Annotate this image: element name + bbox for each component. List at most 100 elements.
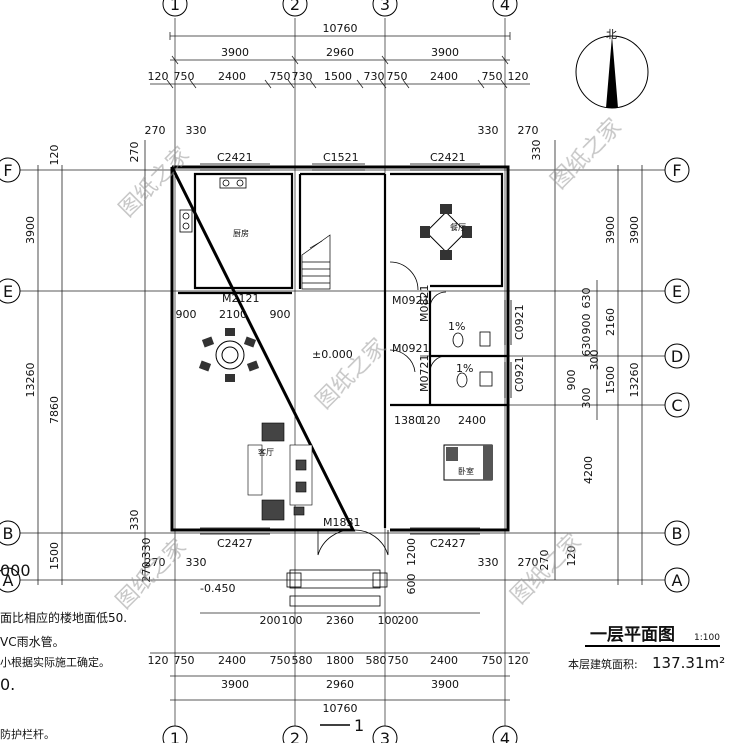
- dim-right-8: 300: [580, 388, 593, 409]
- axis-col-1-bottom: 1: [170, 729, 180, 743]
- dim-top-d11: 120: [508, 70, 529, 83]
- room-dining: 餐厅: [450, 223, 466, 232]
- dim-bottom-d4: 750: [270, 654, 291, 667]
- dim-right-5: 4200: [582, 456, 595, 484]
- section-mark: 1: [320, 716, 364, 735]
- dim-top-d3: 2400: [218, 70, 246, 83]
- axis-row-b-left: B: [3, 524, 14, 543]
- axis-row-f-right: F: [672, 161, 681, 180]
- axis-row-b-right: B: [672, 524, 683, 543]
- dim-bottom-d7: 580: [366, 654, 387, 667]
- dim-bottom-d3: 2400: [218, 654, 246, 667]
- dim-left-6: 270: [128, 142, 141, 163]
- dim-bottom-d6: 1800: [326, 654, 354, 667]
- kitchen-stove-icon: [179, 177, 247, 233]
- dim-top-total: 10760: [323, 22, 358, 35]
- dim-bed-2: 120: [420, 414, 441, 427]
- interior-walls: [178, 172, 508, 528]
- door-main: M1831: [323, 516, 361, 529]
- dim-right-2: 13260: [628, 363, 641, 398]
- dim-top-d4: 750: [270, 70, 291, 83]
- dim-bottom-d11: 120: [508, 654, 529, 667]
- dim-left-2: 13260: [24, 363, 37, 398]
- area-value: 137.31m²: [652, 654, 725, 672]
- dim-right-11: 630: [580, 336, 593, 357]
- bed-icon: [443, 444, 493, 481]
- dim-step-1: 200: [260, 614, 281, 627]
- axis-row-e-left: E: [3, 282, 13, 301]
- dim-bottom-d2: 750: [174, 654, 195, 667]
- slope-1: 1%: [448, 320, 465, 333]
- axis-col-1-top: 1: [170, 0, 180, 14]
- win-stair: C1521: [323, 151, 359, 164]
- dim-bottom-d1: 120: [148, 654, 169, 667]
- dim-corner-6: 330: [186, 556, 207, 569]
- corner-dims: 270 330 330 270 330 330 270 270: [145, 124, 539, 569]
- dim-corner-1: 270: [145, 124, 166, 137]
- dim-top-d6: 1500: [324, 70, 352, 83]
- dim-bottom-mid-2: 2960: [326, 678, 354, 691]
- door-wc-a: M0921: [392, 294, 430, 307]
- notes: 面比相应的楼地面低50. VC雨水管。 小根据实际施工确定。 0. 防护栏杆。: [0, 610, 127, 741]
- top-dimension-texts: 10760 3900 2960 3900 120 750 2400 750 73…: [148, 22, 529, 83]
- axis-col-4-top: 4: [500, 0, 510, 14]
- axis-row-c-right: C: [671, 396, 682, 415]
- axis-row-a-left: A: [3, 571, 14, 590]
- note-1: 面比相应的楼地面低50.: [0, 610, 127, 625]
- dim-corner-5: 330: [478, 556, 499, 569]
- win-wc1: C0921: [513, 304, 526, 340]
- door-kitchen: M2121: [222, 292, 260, 305]
- note-2: VC雨水管。: [0, 634, 65, 649]
- bottom-dimension-lines: [150, 612, 530, 701]
- dim-top-d1: 120: [148, 70, 169, 83]
- dim-top-d9: 2400: [430, 70, 458, 83]
- entry-steps: [286, 569, 388, 607]
- dim-corner-3: 330: [478, 124, 499, 137]
- axis-col-2-top: 2: [290, 0, 300, 14]
- dim-bottom-d5: 580: [292, 654, 313, 667]
- level-marks: ±0.000 -0.450 1% 1% 000: [0, 320, 473, 595]
- level-floor: ±0.000: [312, 348, 353, 361]
- note-5: 防护栏杆。: [0, 727, 55, 741]
- opening-codes: C2421 C1521 C2421 C2427 C2427 C0921 C092…: [217, 151, 526, 550]
- axis-labels: 1 2 3 4 1 2 3 4 F E B A F E D C B A: [3, 0, 684, 743]
- note-4: 0.: [0, 675, 15, 694]
- north-arrow: 北: [575, 28, 649, 109]
- windows: [200, 163, 512, 535]
- dim-kd-1: 900: [176, 308, 197, 321]
- watermark-2: 图纸之家: [547, 114, 627, 194]
- door-side-a: M0821: [418, 285, 431, 323]
- dim-top-mid-2: 2960: [326, 46, 354, 59]
- axis-col-2-bottom: 2: [290, 729, 300, 743]
- exterior-walls: [170, 165, 510, 532]
- dim-right-3: 3900: [604, 216, 617, 244]
- dim-left-9: 270: [140, 562, 153, 583]
- dim-kd-3: 900: [270, 308, 291, 321]
- slope-2: 1%: [456, 362, 473, 375]
- dim-top-d8: 750: [387, 70, 408, 83]
- dim-bottom-mid-1: 3900: [221, 678, 249, 691]
- dim-bed-1: 1380: [394, 414, 422, 427]
- dim-right-17: 120: [565, 546, 578, 567]
- dim-right-12: 300: [588, 350, 601, 371]
- axis-row-f-left: F: [3, 161, 12, 180]
- watermark-5: 图纸之家: [507, 529, 587, 609]
- note-3: 小根据实际施工确定。: [0, 655, 110, 669]
- win-kitchen: C2421: [217, 151, 253, 164]
- dim-top-d7: 730: [364, 70, 385, 83]
- axis-col-3-bottom: 3: [380, 729, 390, 743]
- room-kitchen: 厨房: [233, 228, 249, 238]
- dim-kd-2: 2100: [219, 308, 247, 321]
- dim-right-7: 900: [565, 370, 578, 391]
- section-label: 1: [354, 716, 364, 735]
- dim-bottom-total: 10760: [323, 702, 358, 715]
- dining-set-icon: [420, 204, 472, 260]
- dim-right-15: 270: [538, 550, 551, 571]
- dim-top-d10: 750: [482, 70, 503, 83]
- dim-right-6: 1500: [604, 366, 617, 394]
- dim-bed-3: 2400: [458, 414, 486, 427]
- dim-corner-7: 270: [145, 556, 166, 569]
- watermark-group: 图纸之家 图纸之家 图纸之家 图纸之家 图纸之家: [112, 114, 627, 614]
- doors: [317, 261, 447, 556]
